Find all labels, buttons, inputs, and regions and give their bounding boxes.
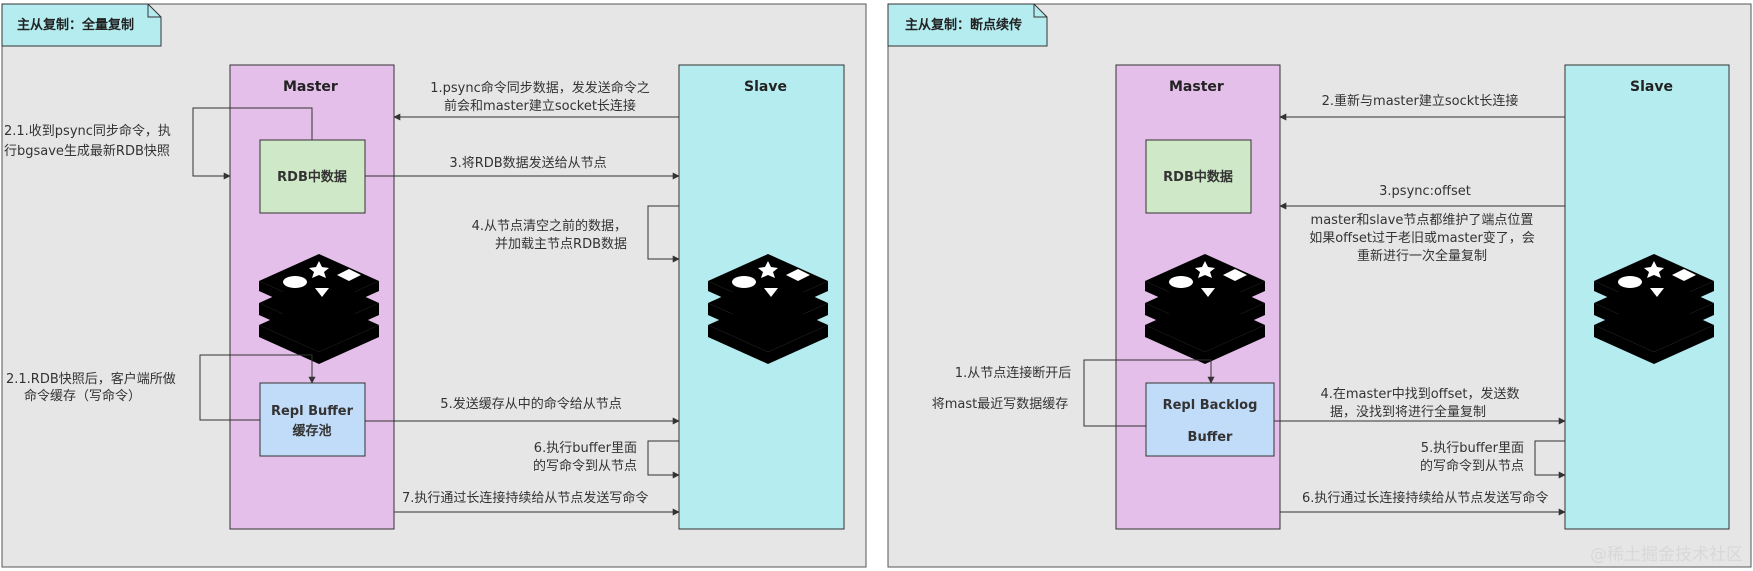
right-step5-line2: 的写命令到从节点 (1420, 458, 1524, 474)
left-title-note (1, 3, 162, 47)
right-step2-label: 2.重新与master建立sockt长连接 (1322, 93, 1519, 109)
right-note-line1: master和slave节点都维护了端点位置 (1311, 213, 1534, 228)
right-rdb-box (1145, 139, 1252, 214)
watermark: @稀土掘金技术社区 (1590, 545, 1743, 565)
left-master-label: Master (283, 79, 338, 95)
left-step1-line1: 1.psync命令同步数据，发发送命令之 (430, 80, 650, 96)
right-step3-label: 3.psync:offset (1379, 184, 1471, 199)
left-step2-1b-line2: 命令缓存（写命令） (24, 388, 141, 404)
right-note-line2: 如果offset过于老旧或master变了，会 (1309, 230, 1535, 246)
right-title: 主从复制：断点续传 (905, 17, 1022, 33)
right-repl-label-2: Buffer (1188, 430, 1234, 445)
left-panel: 主从复制：全量复制 Master Slave RDB中数据 Repl Buffe… (1, 3, 867, 568)
left-step6-line1: 6.执行buffer里面 (534, 441, 637, 456)
left-repl-label-1: Repl Buffer (271, 404, 354, 419)
left-arrow-step2-1b (199, 354, 316, 421)
right-repl-label-1: Repl Backlog (1163, 398, 1258, 413)
left-step2-1a-line1: 2.1.收到psync同步命令，执 (4, 123, 171, 139)
right-arrow-step1 (1083, 359, 1215, 427)
left-step4-line1: 4.从节点清空之前的数据， (472, 218, 627, 234)
left-rdb-label: RDB中数据 (277, 169, 347, 185)
left-title: 主从复制：全量复制 (17, 17, 134, 33)
left-step4-line2: 并加载主节点RDB数据 (495, 237, 627, 252)
left-step6-line2: 的写命令到从节点 (533, 458, 637, 474)
right-step4-line1: 4.在master中找到offset，发送数 (1320, 386, 1519, 402)
left-repl-box (259, 382, 366, 457)
left-step2-1a-line2: 行bgsave生成最新RDB快照 (4, 143, 170, 159)
right-note-line3: 重新进行一次全量复制 (1357, 248, 1487, 264)
left-step5-label: 5.发送缓存从中的命令给从节点 (440, 396, 621, 412)
left-slave-label: Slave (744, 79, 787, 95)
right-slave-label: Slave (1630, 79, 1673, 95)
right-step4-line2: 据，没找到将进行全量复制 (1330, 404, 1486, 420)
left-step3-label: 3.将RDB数据发送给从节点 (449, 155, 606, 171)
right-step1-line2: 将mast最近写数据缓存 (932, 397, 1069, 412)
left-step7-label: 7.执行通过长连接持续给从节点发送写命令 (402, 490, 648, 506)
left-arrow-step4 (647, 205, 680, 263)
left-step1-line2: 前会和master建立socket长连接 (444, 98, 636, 114)
right-repl-backlog-box (1145, 382, 1275, 457)
right-panel: 主从复制：断点续传 Master Slave RDB中数据 Repl Backl… (887, 3, 1752, 568)
right-step5-line1: 5.执行buffer里面 (1421, 441, 1524, 456)
left-arrow-step6 (647, 440, 680, 479)
left-repl-label-2: 缓存池 (292, 423, 331, 439)
left-arrow-step2-1a (192, 107, 313, 180)
right-arrow-step5 (1534, 440, 1566, 479)
right-step1-line1: 1.从节点连接断开后 (955, 365, 1071, 381)
left-step2-1b-line1: 2.1.RDB快照后，客户端所做 (6, 371, 176, 387)
right-master-label: Master (1169, 79, 1224, 95)
right-step6-label: 6.执行通过长连接持续给从节点发送写命令 (1302, 490, 1548, 506)
left-rdb-box (259, 139, 366, 214)
right-title-note (887, 3, 1048, 47)
right-rdb-label: RDB中数据 (1163, 169, 1233, 185)
